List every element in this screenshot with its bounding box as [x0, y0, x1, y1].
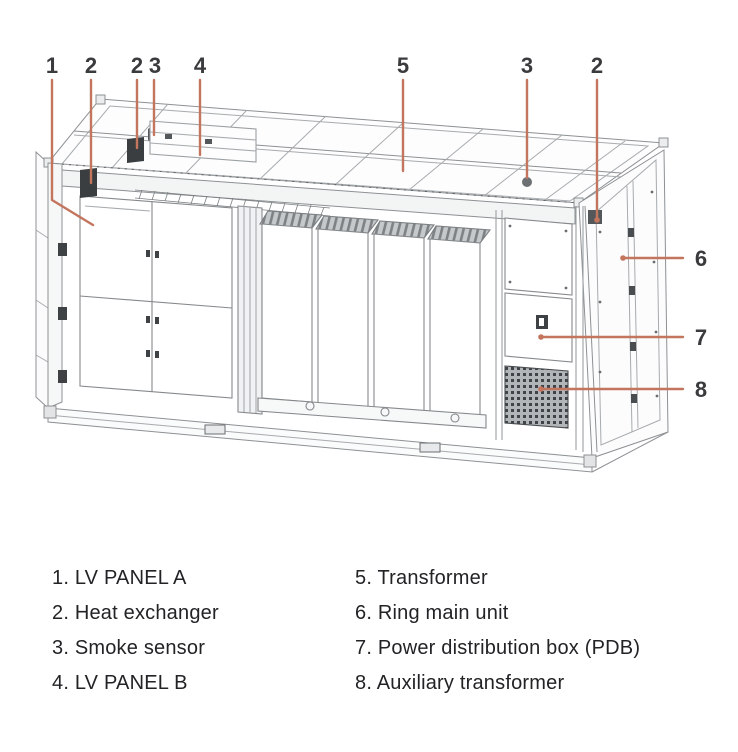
- container-left-end: [35, 150, 49, 410]
- legend-item-transformer: 5. Transformer: [355, 567, 488, 589]
- equipment-diagram-svg: 1 2 2 3 4 5 3 2 6 7 8: [35, 53, 707, 473]
- rooftop-equipment: [80, 120, 602, 224]
- container-front-frame: [43, 162, 669, 473]
- callout-number-1: 1: [46, 53, 58, 78]
- interior-equipment: [79, 120, 602, 452]
- callout-dot-8: [538, 386, 544, 392]
- heat-exchanger-roof-left: [127, 137, 144, 163]
- legend: 1. LV PANEL A 2. Heat exchanger 3. Smoke…: [0, 548, 738, 728]
- transformer-column: [317, 228, 369, 408]
- callout-number-6: 6: [695, 246, 707, 271]
- callout-dot-6: [620, 255, 626, 261]
- callout-line-1: [50, 78, 95, 227]
- callout-number-2a: 2: [85, 53, 97, 78]
- cabinet-upper-panel: [504, 217, 573, 296]
- transformer-column: [373, 233, 425, 413]
- callout-number-8: 8: [695, 377, 707, 402]
- container-line-drawing: 1 2 2 3 4 5 3 2 6 7 8: [35, 53, 707, 473]
- transformer-column: [429, 238, 481, 418]
- legend-item-heat-exchanger: 2. Heat exchanger: [52, 602, 219, 624]
- callout-number-4: 4: [194, 53, 207, 78]
- callout-number-7: 7: [695, 325, 707, 350]
- right-cabinet-stack: [495, 206, 584, 452]
- callout-numbers: 1 2 2 3 4 5 3 2 6 7 8: [46, 53, 707, 402]
- legend-item-smoke-sensor: 3. Smoke sensor: [52, 637, 206, 659]
- callout-leader-lines: [50, 78, 685, 392]
- aux-transformer-grille: [504, 365, 569, 429]
- callout-number-2b: 2: [131, 53, 143, 78]
- callout-number-3b: 3: [521, 53, 533, 78]
- callout-number-3a: 3: [149, 53, 161, 78]
- ring-main-unit-end-face: [578, 149, 669, 459]
- transformer-body: [257, 210, 492, 429]
- callout-number-5: 5: [397, 53, 409, 78]
- frame-divider-column: [237, 205, 263, 415]
- callout-number-2c: 2: [591, 53, 603, 78]
- legend-item-pdb: 7. Power distribution box (PDB): [355, 637, 641, 659]
- heat-exchanger-front-left: [80, 168, 97, 198]
- transformer-column: [261, 223, 313, 403]
- lv-panel-a-doors: [79, 195, 233, 399]
- smoke-sensor-right: [522, 177, 532, 187]
- transformer-base-rail: [257, 397, 487, 429]
- callout-dot-7: [538, 334, 544, 340]
- legend-item-aux-transformer: 8. Auxiliary transformer: [355, 672, 565, 694]
- legend-item-lv-panel-a: 1. LV PANEL A: [52, 567, 187, 589]
- callout-dot-2c: [594, 217, 600, 223]
- legend-item-ring-main-unit: 6. Ring main unit: [355, 602, 509, 624]
- legend-item-lv-panel-b: 4. LV PANEL B: [52, 672, 188, 694]
